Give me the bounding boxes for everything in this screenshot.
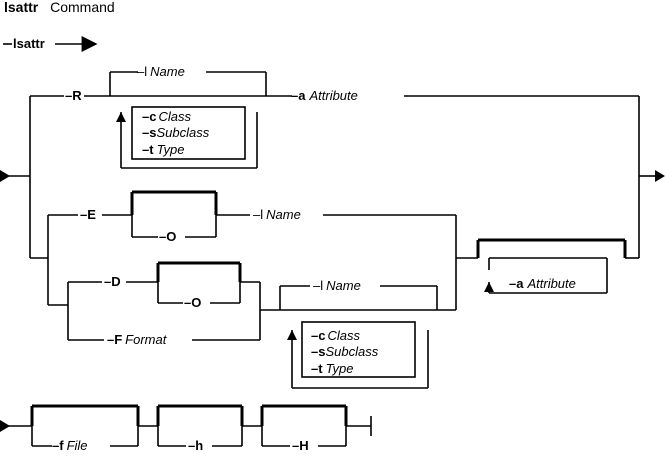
flag-h-upper: –H [292,438,309,453]
flag-o-e: –O [159,229,176,244]
flag-s-d: –sSubclass [311,344,379,359]
flag-d: –D [104,274,121,289]
command-title: lsattr Command [4,0,115,15]
repeat-arrow-icon [116,112,126,122]
end-arrow-icon [655,170,665,182]
start-arrow-icon [0,170,10,182]
flag-r: –R [65,88,82,103]
class-subclass-type-box-2 [301,321,416,378]
flag-o-d: –O [184,295,201,310]
repeat-arrow-icon-2 [287,330,297,340]
class-subclass-type-box [131,106,246,160]
header-syntax: lsattr [3,36,98,52]
title-command-name: lsattr [4,0,39,15]
flag-h: –h [188,438,203,453]
flag-e: –E [80,207,96,222]
title-suffix: Command [50,0,115,15]
flag-s-r: –sSubclass [142,125,210,140]
repeat-arrow-icon-3 [484,282,494,292]
start-arrow-icon-2 [0,420,10,432]
header-command-name: lsattr [13,36,45,51]
